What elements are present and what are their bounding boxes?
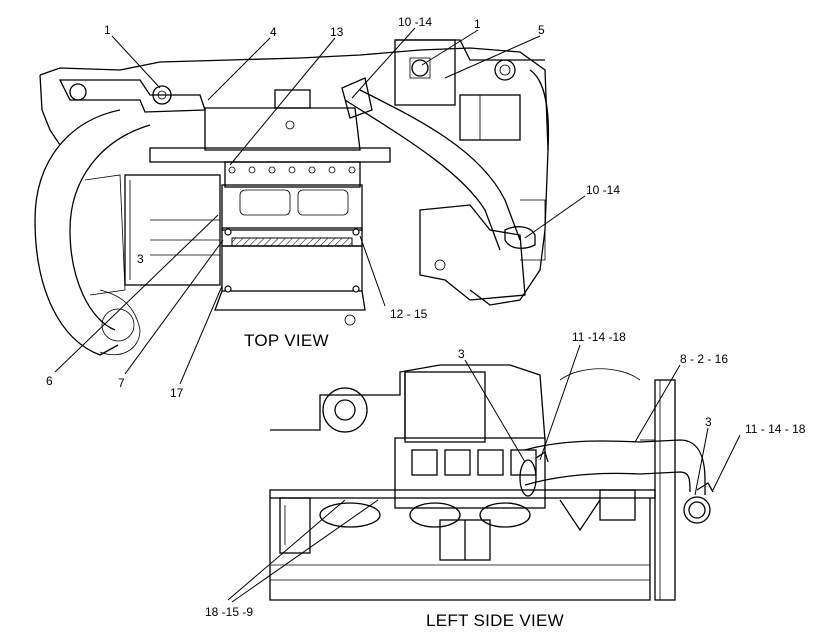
top-view-label: TOP VIEW <box>244 331 329 350</box>
callout-3-top: 3 <box>137 252 144 266</box>
callout-18-15-9: 18 -15 -9 <box>205 605 253 619</box>
callout-11-14-18-right: 11 - 14 - 18 <box>745 422 806 436</box>
leader-lines <box>54 27 741 603</box>
left-side-view-label: LEFT SIDE VIEW <box>426 611 564 630</box>
callout-6: 6 <box>46 374 53 388</box>
callout-4: 4 <box>270 25 277 39</box>
callout-11-14-18-mid: 11 -14 -18 <box>572 330 626 344</box>
callout-1-right: 1 <box>474 17 481 31</box>
callout-5: 5 <box>538 23 545 37</box>
callout-17: 17 <box>170 386 184 400</box>
callout-3-side: 3 <box>458 347 465 361</box>
callout-12-15: 12 - 15 <box>390 307 428 321</box>
callout-1-left: 1 <box>104 23 111 37</box>
bolt-row-top <box>228 166 356 174</box>
callout-3-side-right: 3 <box>705 415 712 429</box>
callout-13: 13 <box>330 25 344 39</box>
callout-10-14-right: 10 -14 <box>586 183 620 197</box>
callout-10-14-top: 10 -14 <box>398 15 432 29</box>
top-view-drawing <box>34 39 550 356</box>
callout-7: 7 <box>118 376 125 390</box>
callout-8-2-16: 8 - 2 - 16 <box>680 352 728 366</box>
callouts: 1 4 13 10 -14 1 5 10 -14 3 12 - 15 6 7 1… <box>46 15 806 619</box>
left-side-view-drawing <box>269 364 714 601</box>
